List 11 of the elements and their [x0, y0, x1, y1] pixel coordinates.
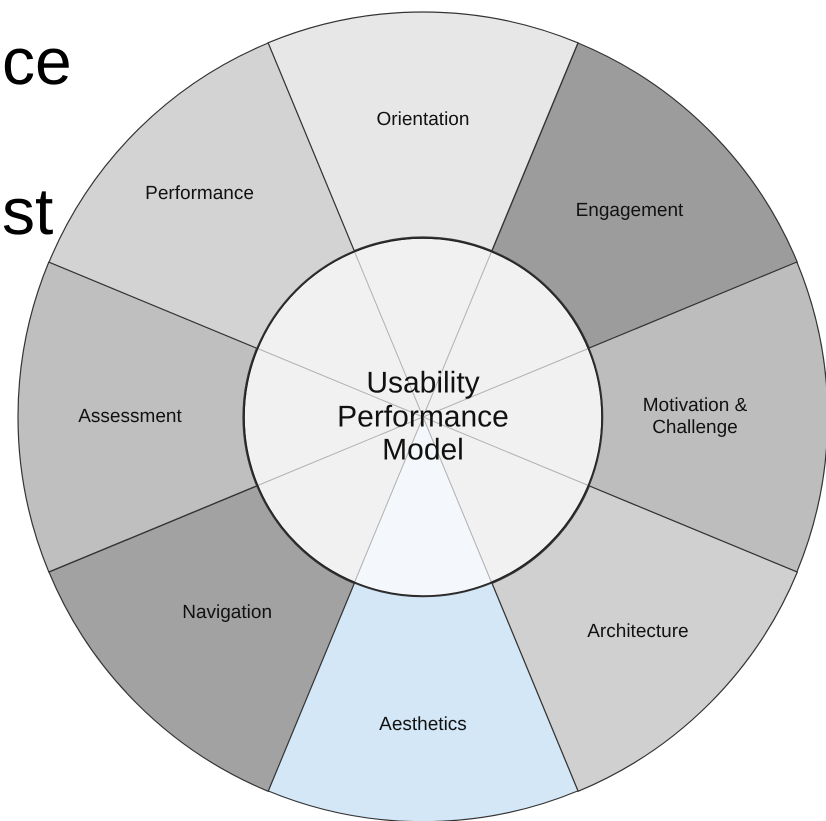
segment-label: Engagement: [574, 200, 684, 222]
center-title: Usability Performance Model: [336, 366, 510, 468]
slide-text: st: [2, 178, 54, 244]
segment-label: Motivation & Challenge: [642, 395, 748, 439]
segment-label: Orientation: [376, 109, 470, 131]
segment-label: Performance: [144, 182, 255, 204]
segment-label: Aesthetics: [378, 714, 468, 736]
segment-label: Navigation: [181, 602, 274, 624]
slide-text: ce: [2, 28, 72, 94]
segment-label: Architecture: [586, 621, 690, 643]
segment-label: Assessment: [77, 406, 183, 428]
